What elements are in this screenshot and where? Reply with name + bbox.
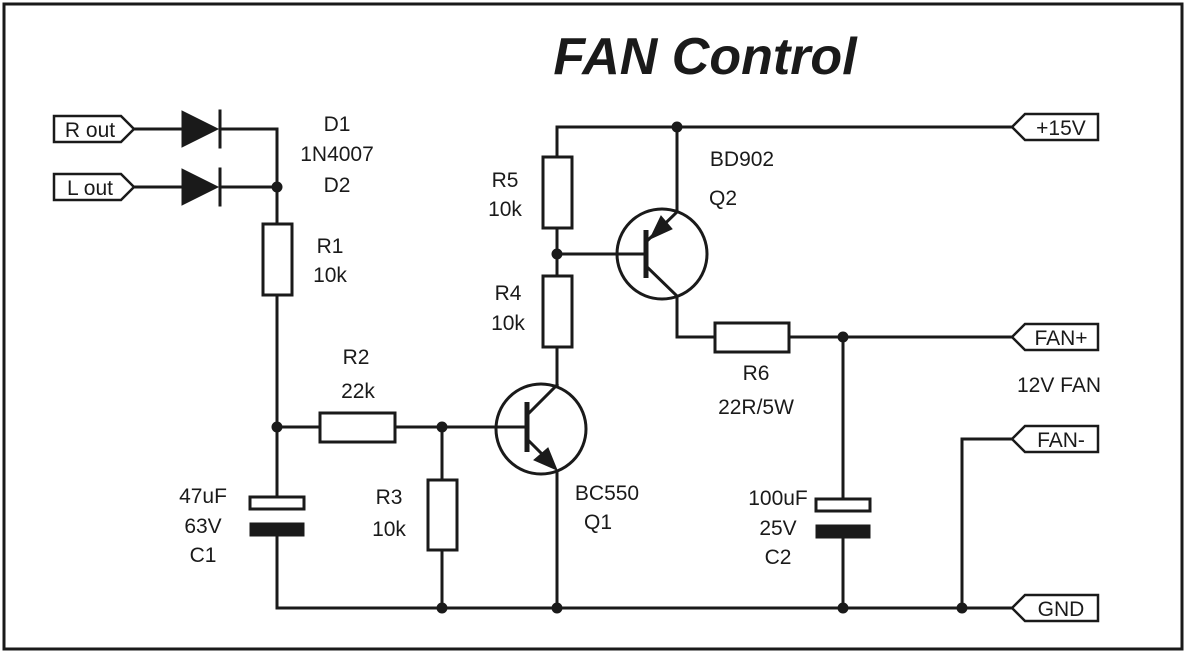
transistor-q1 <box>494 382 588 476</box>
resistor-r5 <box>541 155 574 230</box>
r6-value: 22R/5W <box>718 396 794 419</box>
r4-ref: R4 <box>495 282 522 305</box>
q1-part: BC550 <box>575 482 639 505</box>
r5-ref: R5 <box>492 169 519 192</box>
q2-part: BD902 <box>710 148 774 171</box>
diode-d1 <box>181 109 222 149</box>
resistor-r4 <box>541 274 574 349</box>
r2-value: 22k <box>341 380 375 403</box>
resistor-r3 <box>426 478 459 552</box>
port-fan-plus-label: FAN+ <box>1034 327 1087 350</box>
port-15v-label: +15V <box>1036 117 1086 140</box>
capacitor-c1 <box>248 495 306 537</box>
r2-ref: R2 <box>343 346 370 369</box>
junction-dots <box>271 121 968 614</box>
r1-ref: R1 <box>317 235 344 258</box>
c1-value: 47uF <box>179 485 227 508</box>
port-l-out-label: L out <box>67 177 113 200</box>
capacitor-c2 <box>814 497 872 539</box>
diode-d2 <box>181 167 222 207</box>
port-gnd: GND <box>1010 593 1100 623</box>
r5-value: 10k <box>488 198 522 221</box>
port-fan-minus-label: FAN- <box>1037 429 1085 452</box>
r1-value: 10k <box>313 264 347 287</box>
c2-value: 100uF <box>748 487 808 510</box>
fan-note: 12V FAN <box>1017 374 1101 397</box>
resistor-r1 <box>261 222 294 297</box>
d1-ref: D1 <box>324 113 351 136</box>
c2-voltage: 25V <box>759 517 796 540</box>
port-gnd-label: GND <box>1038 598 1085 621</box>
d2-ref: D2 <box>324 174 351 197</box>
c1-ref: C1 <box>190 544 217 567</box>
c2-ref: C2 <box>765 546 792 569</box>
r6-ref: R6 <box>743 362 770 385</box>
r3-ref: R3 <box>376 486 403 509</box>
port-r-out-label: R out <box>65 119 115 142</box>
port-l-out: L out <box>52 172 136 202</box>
port-fan-plus: FAN+ <box>1010 322 1100 352</box>
port-r-out: R out <box>52 114 136 144</box>
q1-ref: Q1 <box>584 511 612 534</box>
port-15v: +15V <box>1010 112 1100 142</box>
wires <box>132 125 1014 610</box>
r3-value: 10k <box>372 518 406 541</box>
port-fan-minus: FAN- <box>1010 424 1100 454</box>
c1-voltage: 63V <box>184 515 221 538</box>
resistor-r2 <box>318 411 397 444</box>
q2-ref: Q2 <box>709 187 737 210</box>
transistor-q2 <box>615 207 709 301</box>
diagram-title: FAN Control <box>553 28 858 86</box>
r4-value: 10k <box>491 312 525 335</box>
resistor-r6 <box>713 321 791 354</box>
d1-part: 1N4007 <box>300 143 374 166</box>
